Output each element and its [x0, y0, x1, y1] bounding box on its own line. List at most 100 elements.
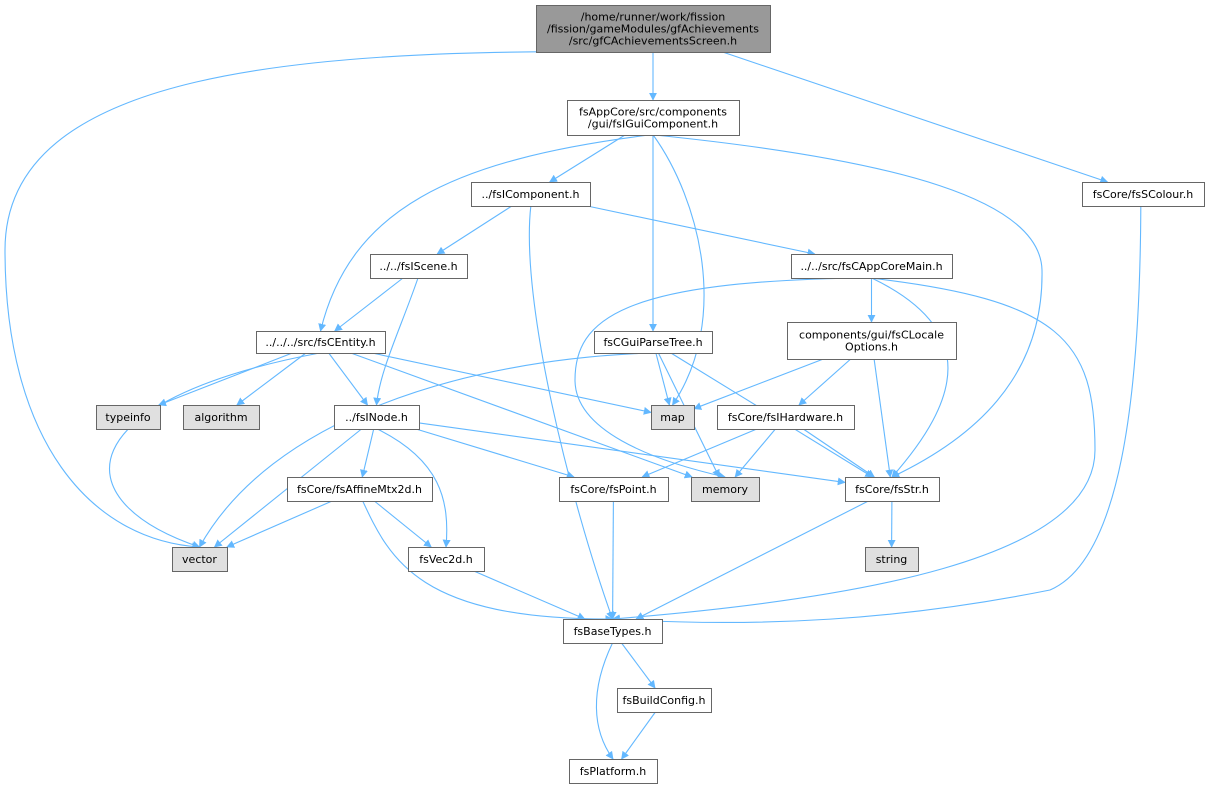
node-label-entity-line-0: ../../../src/fsCEntity.h	[265, 336, 375, 349]
edge-hardware-to-memory	[734, 428, 776, 478]
node-box-vec2d	[408, 547, 485, 572]
node-label-appcore-line-0: ../../src/fsCAppCoreMain.h	[800, 260, 942, 273]
node-hardware[interactable]: fsCore/fsIHardware.h	[717, 405, 855, 430]
node-icomp[interactable]: ../fsIComponent.h	[471, 182, 591, 207]
node-label-buildconfig-line-0: fsBuildConfig.h	[623, 694, 706, 707]
node-box-str	[845, 477, 940, 502]
node-typeinfo: typeinfo	[96, 405, 161, 430]
edge-locale-to-str	[873, 358, 894, 478]
node-box-locale	[787, 322, 957, 360]
node-label-root-line-1: /fission/gameModules/gfAchievements	[547, 23, 759, 36]
node-box-inode	[334, 405, 420, 430]
node-label-locale-line-1: Options.h	[845, 341, 898, 354]
node-point[interactable]: fsCore/fsPoint.h	[559, 477, 669, 502]
node-label-colour-line-0: fsCore/fsSColour.h	[1093, 188, 1194, 201]
node-label-locale-line-0: components/gui/fsCLocale	[799, 329, 944, 342]
node-box-typeinfo	[96, 405, 161, 430]
edge-appcore-to-memory	[574, 277, 871, 480]
node-label-typeinfo-line-0: typeinfo	[105, 411, 150, 424]
edge-guicomp-to-entity	[318, 134, 650, 332]
edge-entity-to-inode	[328, 352, 368, 406]
edge-hardware-to-str	[802, 428, 875, 478]
node-box-parsetree	[594, 331, 713, 354]
edges-layer	[4, 51, 1142, 760]
node-guicomp[interactable]: fsAppCore/src/components/gui/fsIGuiCompo…	[567, 100, 740, 136]
node-label-point-line-0: fsCore/fsPoint.h	[570, 483, 656, 496]
node-iscene[interactable]: ../../fsIScene.h	[370, 254, 468, 279]
node-box-hardware	[717, 405, 855, 430]
node-platform[interactable]: fsPlatform.h	[569, 759, 658, 784]
node-colour[interactable]: fsCore/fsSColour.h	[1082, 182, 1205, 207]
node-memory: memory	[691, 477, 760, 502]
edge-locale-to-map	[693, 358, 824, 410]
node-entity[interactable]: ../../../src/fsCEntity.h	[256, 331, 386, 354]
edge-basetypes-to-buildconfig	[621, 642, 656, 689]
node-basetypes[interactable]: fsBaseTypes.h	[563, 619, 663, 644]
edge-icomp-to-iscene	[436, 205, 513, 255]
edge-entity-to-algorithm	[236, 352, 307, 406]
edge-locale-to-hardware	[798, 358, 852, 406]
node-str[interactable]: fsCore/fsStr.h	[845, 477, 940, 502]
node-label-memory-line-0: memory	[702, 483, 748, 496]
edge-inode-to-point	[415, 428, 575, 479]
edge-point-to-basetypes	[608, 500, 617, 620]
node-root[interactable]: /home/runner/work/fission/fission/gameMo…	[536, 5, 771, 53]
node-label-platform-line-0: fsPlatform.h	[580, 765, 646, 778]
node-box-colour	[1082, 182, 1205, 207]
node-label-iscene-line-0: ../../fsIScene.h	[379, 260, 457, 273]
edge-iscene-to-inode	[373, 277, 419, 406]
node-box-iscene	[370, 254, 468, 279]
node-box-entity	[256, 331, 386, 354]
node-box-buildconfig	[617, 688, 712, 713]
node-box-point	[559, 477, 669, 502]
node-box-affine	[287, 477, 433, 502]
node-box-memory	[691, 477, 760, 502]
node-label-str-line-0: fsCore/fsStr.h	[855, 483, 929, 496]
node-affine[interactable]: fsCore/fsAffineMtx2d.h	[287, 477, 433, 502]
node-label-icomp-line-0: ../fsIComponent.h	[482, 188, 580, 201]
node-box-platform	[569, 759, 658, 784]
node-appcore[interactable]: ../../src/fsCAppCoreMain.h	[791, 254, 953, 279]
edge-inode-to-affine	[360, 428, 375, 478]
node-label-string-line-0: string	[876, 553, 908, 566]
node-box-vector	[172, 547, 228, 572]
node-vec2d[interactable]: fsVec2d.h	[408, 547, 485, 572]
edge-appcore-to-basetypes	[611, 277, 1096, 623]
node-buildconfig[interactable]: fsBuildConfig.h	[617, 688, 712, 713]
edge-entity-to-map	[371, 352, 652, 415]
node-algorithm: algorithm	[183, 405, 260, 430]
node-parsetree[interactable]: fsCGuiParseTree.h	[594, 331, 713, 354]
edge-affine-to-basetypes	[362, 500, 614, 624]
edge-entity-to-memory	[350, 352, 693, 479]
node-box-string	[865, 547, 919, 572]
edge-buildconfig-to-platform	[621, 711, 656, 760]
edge-inode-to-str	[418, 422, 846, 486]
node-label-affine-line-0: fsCore/fsAffineMtx2d.h	[297, 483, 422, 496]
edge-basetypes-to-platform	[595, 642, 614, 760]
node-label-parsetree-line-0: fsCGuiParseTree.h	[603, 336, 702, 349]
node-label-vec2d-line-0: fsVec2d.h	[419, 553, 473, 566]
node-label-guicomp-line-0: fsAppCore/src/components	[579, 106, 727, 119]
node-box-map	[651, 405, 695, 430]
node-label-algorithm-line-0: algorithm	[194, 411, 247, 424]
node-box-algorithm	[183, 405, 260, 430]
node-box-icomp	[471, 182, 591, 207]
edge-affine-to-vec2d	[373, 500, 432, 548]
edge-guicomp-to-icomp	[549, 134, 626, 183]
node-label-root-line-0: /home/runner/work/fission	[581, 11, 726, 24]
edge-iscene-to-entity	[334, 277, 404, 332]
edge-affine-to-vector	[226, 500, 333, 548]
node-label-basetypes-line-0: fsBaseTypes.h	[574, 625, 652, 638]
edge-icomp-to-appcore	[587, 205, 816, 257]
edge-guicomp-to-map	[652, 134, 705, 406]
node-label-hardware-line-0: fsCore/fsIHardware.h	[728, 411, 843, 424]
nodes-layer: /home/runner/work/fission/fission/gameMo…	[96, 5, 1205, 784]
node-label-inode-line-0: ../fsINode.h	[345, 411, 408, 424]
edge-str-to-basetypes	[635, 500, 869, 620]
edge-parsetree-to-map	[655, 352, 672, 406]
node-inode[interactable]: ../fsINode.h	[334, 405, 420, 430]
node-label-vector-line-0: vector	[182, 553, 217, 566]
node-box-root	[536, 5, 771, 53]
